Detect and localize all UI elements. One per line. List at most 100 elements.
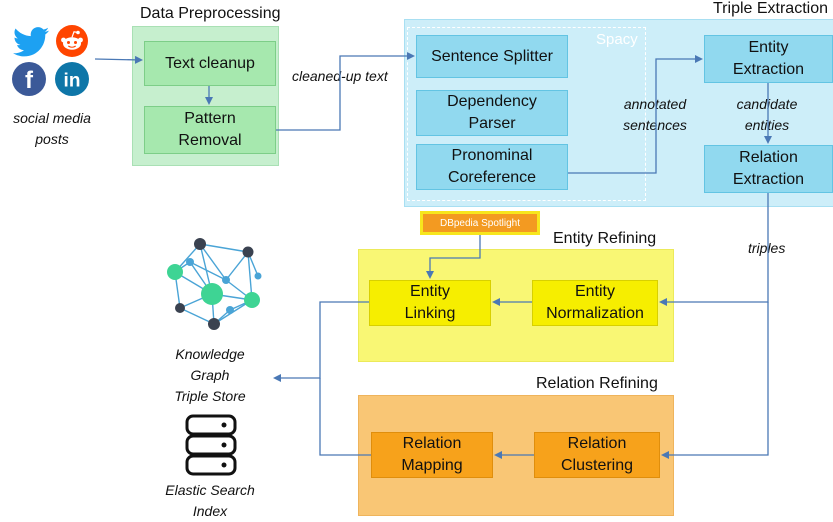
database-light — [221, 422, 227, 428]
graph-node-blue — [226, 306, 234, 314]
pronominal-coreference-line-2: Coreference — [447, 169, 537, 186]
linkedin-icon: in — [55, 62, 89, 96]
graph-node-dark — [175, 303, 185, 313]
graph-node-blue — [222, 276, 230, 284]
graph-edge — [199, 243, 249, 253]
relation-mapping-line-1: Relation — [402, 435, 462, 452]
candidate-entities-label: candidate entities — [722, 94, 812, 136]
graph-edge — [199, 243, 227, 281]
facebook-icon: f — [12, 62, 46, 96]
arrow-triples-to-entity-normalization — [659, 193, 769, 306]
reddit-ear-left — [61, 37, 66, 43]
annotated-sentences-label: annotated sentences — [610, 94, 700, 136]
annotated-sentences-line-2: sentences — [623, 117, 687, 133]
database-disk-bottom — [185, 454, 237, 476]
facebook-glyph: f — [25, 67, 34, 94]
entity-normalization-line-2: Normalization — [546, 305, 644, 322]
arrow-dbpedia-to-entity-linking — [426, 235, 481, 279]
reddit-eye-left — [67, 41, 70, 44]
pronominal-coreference-line-1: Pronominal — [451, 147, 533, 164]
arrow-triples-to-relation-clustering — [661, 302, 769, 459]
pattern-removal-line-1: Pattern — [184, 110, 236, 127]
relation-mapping-line-2: Mapping — [401, 457, 463, 474]
text-cleanup-label: Text cleanup — [165, 54, 255, 72]
arrow-social-to-text-cleanup — [94, 55, 143, 64]
arrow-pattern-removal-to-sentence-splitter — [276, 52, 415, 131]
knowledge-graph-icon — [167, 238, 262, 330]
linkedin-glyph: in — [64, 71, 81, 92]
text-cleanup-box: Text cleanup — [144, 41, 276, 86]
elastic-search-line-2: Index — [192, 503, 228, 519]
database-disk-middle — [185, 434, 237, 456]
graph-node-dark — [194, 238, 206, 250]
arrow-coreference-to-entity-extraction — [568, 55, 703, 174]
elastic-search-label: Elastic Search Index — [150, 480, 270, 522]
database-disk-top — [185, 414, 237, 436]
sentence-splitter-box: Sentence Splitter — [416, 35, 568, 78]
relation-extraction-line-2: Extraction — [732, 171, 805, 188]
relation-extraction-line-1: Relation — [739, 149, 798, 166]
spacy-label: Spacy — [596, 31, 638, 48]
reddit-face — [63, 37, 81, 50]
graph-edge — [189, 261, 227, 281]
entity-refining-title: Entity Refining — [553, 230, 657, 247]
knowledge-graph-line-1: Knowledge — [175, 346, 245, 362]
relation-refining-title: Relation Refining — [536, 375, 658, 392]
social-media-line-1: social media — [13, 110, 91, 126]
database-light — [221, 442, 227, 448]
relation-clustering-line-2: Clustering — [560, 457, 634, 474]
social-media-line-2: posts — [35, 131, 69, 147]
reddit-eye-right — [74, 41, 77, 44]
linkedin-circle — [55, 62, 89, 96]
pattern-removal-box: Pattern Removal — [144, 106, 276, 154]
triples-label: triples — [748, 240, 786, 256]
arrow-entity-linking-to-knowledge-graph — [273, 301, 369, 382]
graph-node-green — [244, 292, 260, 308]
database-light — [221, 462, 227, 468]
spacy-region — [407, 27, 646, 201]
relation-mapping-box: Relation Mapping — [371, 432, 493, 478]
social-media-posts-label: social media posts — [2, 108, 102, 150]
graph-node-green — [167, 264, 183, 280]
graph-node-blue — [186, 258, 194, 266]
database-icon — [185, 414, 237, 476]
twitter-bird-shape — [13, 27, 49, 57]
entity-extraction-line-1: Entity — [748, 39, 789, 56]
graph-edge — [247, 251, 253, 301]
candidate-entities-line-2: entities — [744, 117, 790, 133]
entity-normalization-box: Entity Normalization — [532, 280, 658, 326]
graph-edge — [225, 251, 249, 281]
pattern-removal-line-2: Removal — [178, 132, 242, 149]
dependency-parser-line-2: Parser — [468, 115, 516, 132]
dependency-parser-line-1: Dependency — [447, 93, 537, 110]
entity-linking-line-2: Linking — [404, 305, 456, 322]
triple-extraction-title: Triple Extraction — [713, 0, 828, 17]
dependency-parser-box: Dependency Parser — [416, 90, 568, 136]
annotated-sentences-line-1: annotated — [623, 96, 687, 112]
knowledge-graph-label: Knowledge Graph Triple Store — [160, 344, 260, 407]
relation-clustering-line-1: Relation — [567, 435, 627, 452]
reddit-antenna-line — [71, 31, 79, 38]
line-relation-mapping-to-junction — [319, 378, 371, 456]
data-preprocessing-title: Data Preprocessing — [140, 5, 281, 22]
facebook-circle — [12, 62, 46, 96]
graph-node-dark — [208, 318, 220, 330]
entity-extraction-line-2: Extraction — [732, 61, 805, 78]
entity-normalization-line-1: Entity — [574, 283, 615, 300]
entity-linking-line-1: Entity — [409, 283, 450, 300]
pronominal-coreference-box: Pronominal Coreference — [416, 144, 568, 190]
twitter-icon — [13, 27, 49, 57]
sentence-splitter-label: Sentence Splitter — [431, 47, 553, 65]
entity-extraction-box: Entity Extraction — [704, 35, 833, 83]
entity-linking-box: Entity Linking — [369, 280, 491, 326]
graph-edge — [179, 307, 215, 325]
graph-node-dark — [242, 246, 254, 258]
reddit-smile — [67, 45, 77, 48]
knowledge-graph-line-2: Graph — [190, 367, 230, 383]
graph-node-blue — [254, 272, 262, 280]
relation-clustering-box: Relation Clustering — [534, 432, 660, 478]
dbpedia-spotlight-badge: DBpedia Spotlight — [420, 211, 540, 235]
reddit-icon — [56, 25, 88, 57]
